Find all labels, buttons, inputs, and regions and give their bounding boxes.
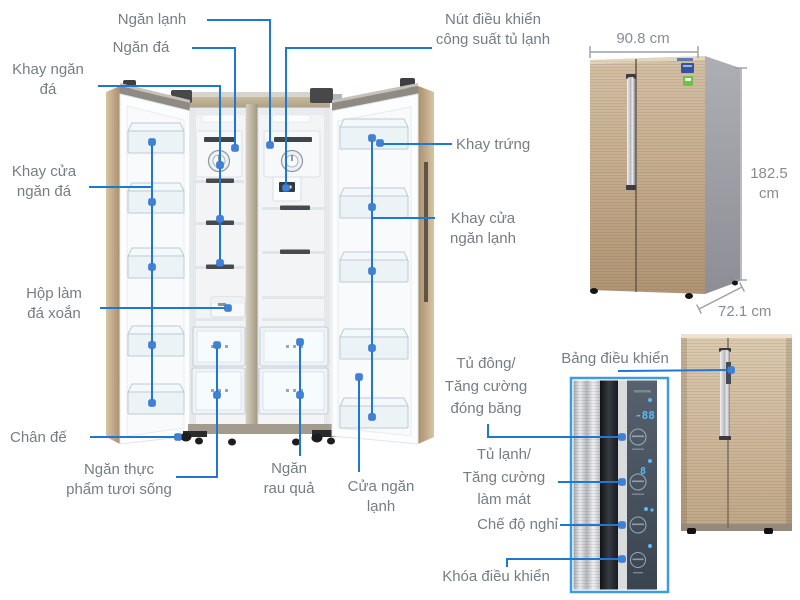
label-chan-de: Chân đế [10,429,67,446]
vacation-button [629,516,647,534]
fridge-button [629,473,647,491]
leader-lines [89,19,729,567]
droplet-icon [648,459,652,463]
leader-khoa-dieu-khien [506,558,618,567]
brand-logo [677,58,693,61]
label-khay-cua-ngan-lanh: Khay cửa ngăn lạnh [450,210,516,247]
panel-dark-strip [600,380,618,590]
depth-dimension-line [696,282,745,314]
closed-fridge-side-panel [705,56,740,294]
freezer-drawers [191,326,246,415]
freezer-door-outer-edge [106,86,120,444]
label-nut-dieu-khien-cong-suat: Nút điều khiển công suất tủ lạnh [435,11,551,48]
marker-dot [266,141,274,149]
label-bang-dieu-khien: Bảng điều khiển [561,350,669,367]
fridge-dial-panel [263,130,321,178]
label-khay-cua-ngan-da: Khay cửa ngăn đá [11,163,77,200]
mini-fridge-photo [681,334,792,534]
leader-bang-dieu-khien [617,369,729,372]
leader-nut-dieu-khien [285,47,432,185]
label-cua-ngan-lanh: Cửa ngăn lạnh [347,478,415,515]
freezer-door-open [106,80,191,445]
freezer-lamp [201,114,235,123]
fridge-shelves [262,205,326,321]
leader-khay-ngan-da [98,85,221,262]
panel-display-strip [627,380,657,590]
droplet-icon [648,544,652,548]
label-width-dimension: 90.8 cm [616,30,670,47]
fridge-door-open [331,78,434,445]
label-tu-lanh: Tủ lạnh/ Tăng cường làm mát [462,446,546,508]
fridge-base [180,424,338,446]
label-depth-dimension: 72.1 cm [718,303,772,320]
droplet-icon [648,398,652,402]
label-khay-ngan-da: Khay ngăn đá [12,61,84,98]
label-ngan-rau-qua: Ngăn rau quả [263,460,315,497]
hinge-right [310,88,333,103]
door-display-sticker [681,63,694,73]
label-ngan-da: Ngăn đá [112,39,170,56]
label-hop-lam-da-xoan: Hộp làm đá xoắn [26,285,82,322]
droplet-icon [644,507,648,511]
fridge-lamp [271,114,311,123]
leader-ngan-da [192,47,236,145]
leader-tu-dong [487,424,620,438]
closed-fridge-photo [590,56,740,299]
label-ngan-thuc-pham: Ngăn thực phẩm tươi sống [66,461,172,498]
height-dimension-line [735,67,747,281]
dimension-lines [589,46,747,314]
vegetable-drawers [258,326,329,415]
marker-dots [148,134,735,563]
leader-ngan-lanh [207,19,271,142]
label-height-dimension: 182.5 cm [750,165,788,202]
label-che-do-nghi: Chế độ nghỉ [477,516,558,533]
fridge-compartment [257,107,331,433]
label-tu-dong: Tủ đông/ Tăng cường đóng băng [444,355,528,417]
center-divider [246,104,258,432]
freezer-door-bins [127,122,185,415]
width-dimension-line [589,46,699,58]
leader-ngan-thuc-pham [176,345,218,478]
fridge-door-handle-groove [424,162,428,302]
label-khoa-dieu-khien: Khóa điều khiển [442,568,550,585]
leveling-foot [180,432,192,442]
label-khay-trung: Khay trứng [456,136,531,153]
freezer-temp-led: -88 [635,409,655,422]
label-ngan-lanh: Ngăn lạnh [117,11,187,28]
fridge-temp-led: 8 [640,466,646,477]
freezer-button [629,428,647,446]
closed-fridge-handle [627,77,635,187]
control-lock-button [630,552,646,568]
